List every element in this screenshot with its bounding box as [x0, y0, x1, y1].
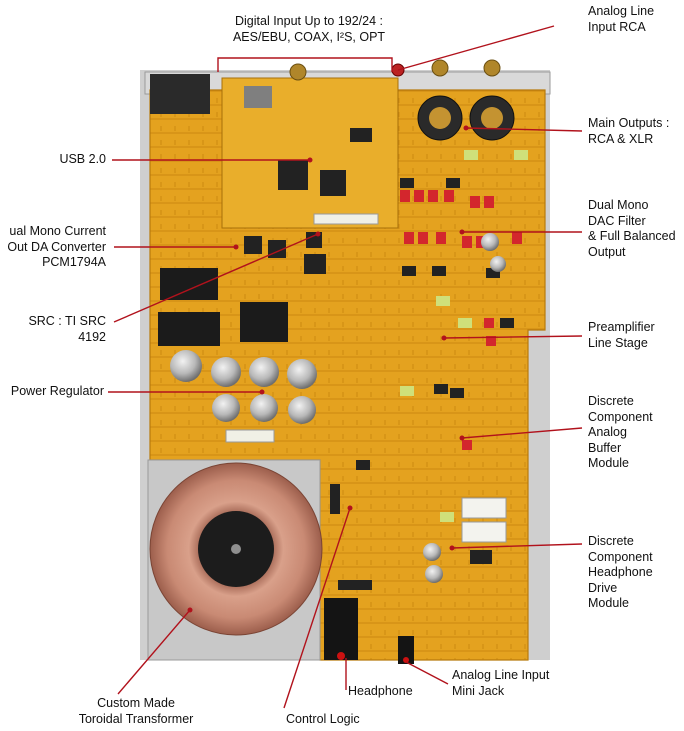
- power-capacitors: [170, 350, 317, 424]
- mini-jack: [398, 636, 414, 664]
- label-dac-filter: Dual Mono DAC Filter & Full Balanced Out…: [588, 198, 676, 259]
- label-analog-line-input-rca: Analog Line Input RCA: [588, 4, 655, 34]
- label-main-outputs: Main Outputs : RCA & XLR: [588, 116, 670, 146]
- label-control-logic: Control Logic: [286, 712, 360, 726]
- label-power-regulator: Power Regulator: [10, 384, 104, 398]
- label-usb: USB 2.0: [59, 152, 106, 166]
- label-headphone: Headphone: [348, 684, 413, 698]
- usb-connector: [244, 86, 272, 108]
- label-digital-input: Digital Input Up to 192/24 : AES/EBU, CO…: [232, 14, 386, 44]
- label-mini-jack: Analog Line Input Mini Jack: [452, 668, 550, 698]
- iec-inlet: [150, 74, 210, 114]
- label-headphone-drive: Discrete Component Headphone Drive Modul…: [588, 534, 653, 610]
- label-toroidal: Custom Made Toroidal Transformer: [78, 696, 194, 726]
- label-dual-mono-dac: ual Mono Current Out DA Converter PCM179…: [7, 224, 106, 269]
- label-src: SRC : TI SRC 4192: [28, 314, 106, 344]
- headphone-jack: [324, 598, 358, 660]
- label-preamp: Preamplifier Line Stage: [588, 320, 655, 350]
- label-analog-buffer: Discrete Component Analog Buffer Module: [588, 394, 653, 470]
